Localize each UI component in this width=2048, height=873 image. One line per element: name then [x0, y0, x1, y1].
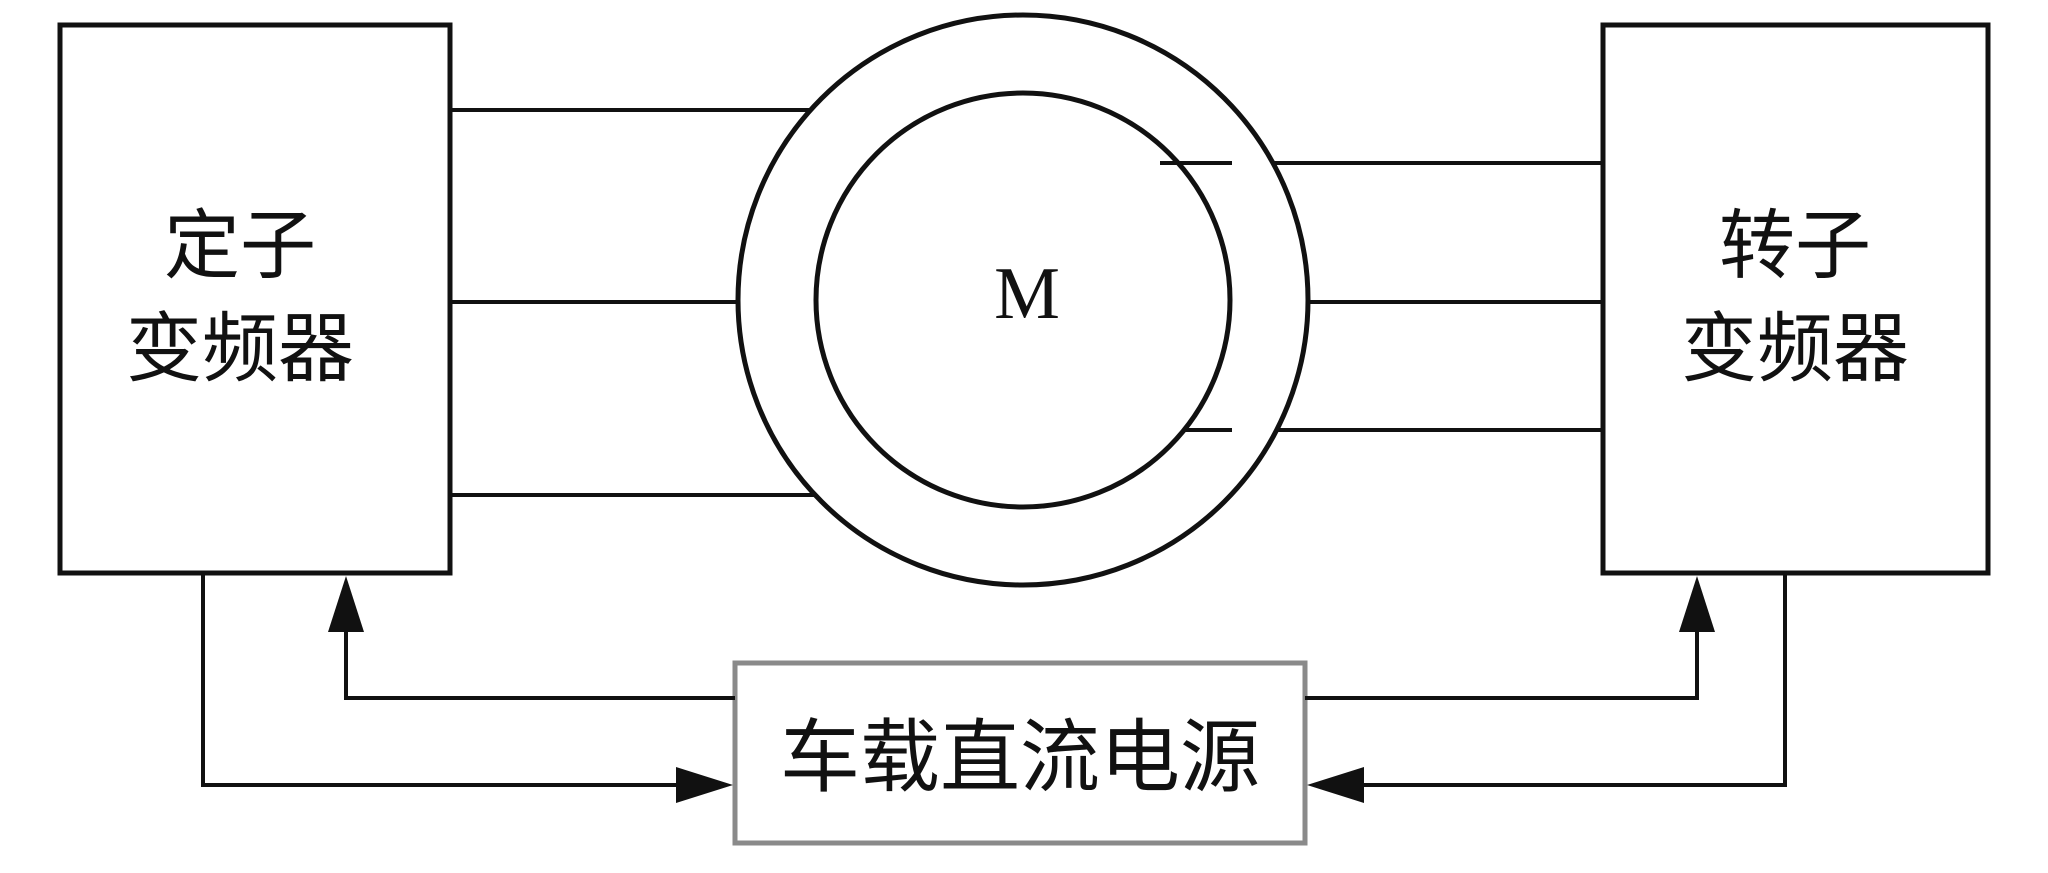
left-up-arrowhead	[328, 576, 364, 632]
right-left-arrowhead	[1307, 767, 1364, 803]
rotor-converter-label-line2: 变频器	[1681, 304, 1909, 393]
power-supply-label: 车载直流电源	[780, 711, 1260, 804]
stator-converter-block: 定子 变频器	[57, 22, 453, 576]
right-connections	[1305, 573, 1787, 803]
motor-label: M	[994, 253, 1060, 335]
stator-converter-box	[57, 22, 453, 576]
stator-converter-label-line2: 变频器	[126, 304, 354, 393]
stator-wires	[450, 108, 820, 497]
left-right-arrowhead	[676, 767, 733, 803]
left-stator-to-supply-line	[201, 573, 690, 787]
power-supply-block: 车载直流电源	[732, 660, 1308, 846]
left-connections	[201, 573, 735, 803]
right-up-arrowhead	[1679, 576, 1715, 632]
rotor-converter-label-line1: 转子	[1719, 201, 1871, 290]
motor-rotor-circle	[813, 90, 1233, 510]
rotor-converter-box	[1600, 22, 1991, 576]
power-supply-box	[732, 660, 1308, 846]
left-supply-to-stator-line	[344, 618, 735, 700]
motor: M	[735, 12, 1311, 588]
stator-converter-label-line1: 定子	[164, 201, 316, 290]
right-rotor-to-supply-line	[1350, 573, 1787, 787]
rotor-converter-block: 转子 变频器	[1600, 22, 1991, 576]
right-supply-to-rotor-line	[1305, 618, 1699, 700]
